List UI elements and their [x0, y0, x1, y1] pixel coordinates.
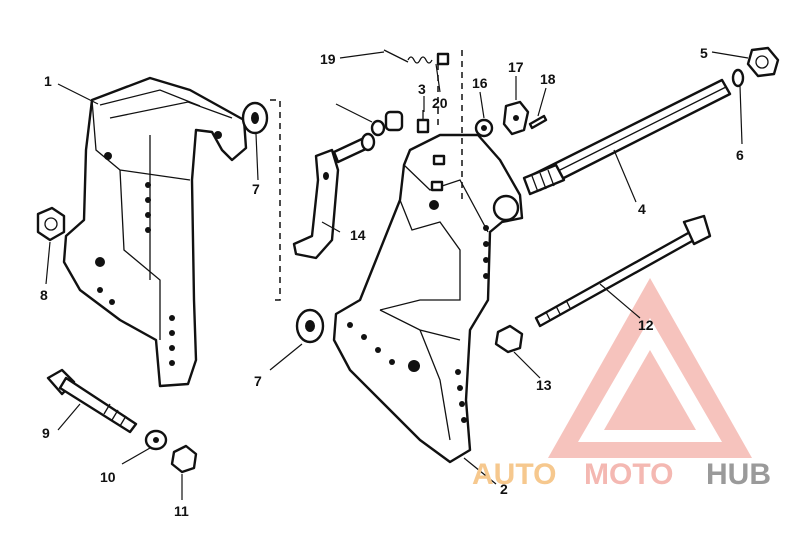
part-1-clamp-bracket [62, 76, 248, 388]
callout-7-top: 7 [252, 181, 260, 197]
part-11-nut [170, 444, 198, 474]
callout-labels: 1 2 3 4 5 6 7 7 8 9 10 11 12 13 14 16 17… [40, 45, 744, 519]
callout-4: 4 [638, 201, 646, 217]
watermark-logo [548, 278, 752, 458]
part-12-long-bolt [534, 214, 712, 328]
callout-10: 10 [100, 469, 116, 485]
part-6-washer [731, 68, 745, 88]
callout-9: 9 [42, 425, 50, 441]
watermark-triangle-core [604, 350, 696, 430]
part-7-washer-bottom [295, 308, 325, 344]
part-5-nut [746, 46, 780, 78]
watermark-hub: HUB [706, 458, 771, 491]
callout-16: 16 [472, 75, 488, 91]
callout-6: 6 [736, 147, 744, 163]
part-retaining-ring [370, 119, 386, 137]
callout-19: 19 [320, 51, 336, 67]
callout-13: 13 [536, 377, 552, 393]
callout-18: 18 [540, 71, 556, 87]
callout-8: 8 [40, 287, 48, 303]
leader-lines [45, 51, 749, 500]
part-bushing [384, 110, 404, 132]
part-8-nut [36, 206, 66, 242]
part-19-spring [383, 49, 433, 64]
callout-1: 1 [44, 73, 52, 89]
part-10-washer [144, 429, 168, 451]
callout-2: 2 [500, 481, 508, 497]
part-2-clamp-bracket [332, 133, 524, 464]
watermark-text: AUTO MOTO HUB [472, 458, 771, 491]
part-4-tilt-tube [522, 78, 732, 196]
callout-20: 20 [432, 95, 448, 111]
callout-12: 12 [638, 317, 654, 333]
bracket-hole [214, 131, 222, 139]
part-16-bushing [474, 118, 494, 138]
callout-3: 3 [418, 81, 426, 97]
callout-11: 11 [174, 503, 189, 519]
callout-14: 14 [350, 227, 366, 243]
part-18-pin [528, 114, 548, 130]
callout-17: 17 [508, 59, 524, 75]
part-7-washer-top [241, 101, 269, 135]
callout-5: 5 [700, 45, 708, 61]
part-3-small-bolt [416, 110, 430, 134]
part-9-bolt [46, 368, 138, 434]
part-14-tilt-lever [292, 132, 376, 260]
part-17-cam [502, 100, 530, 136]
part-20-bolt [436, 52, 450, 66]
watermark-auto: AUTO [472, 458, 556, 491]
callout-7-bottom: 7 [254, 373, 262, 389]
part-13-nut [494, 324, 524, 354]
watermark-moto: MOTO [584, 458, 673, 491]
